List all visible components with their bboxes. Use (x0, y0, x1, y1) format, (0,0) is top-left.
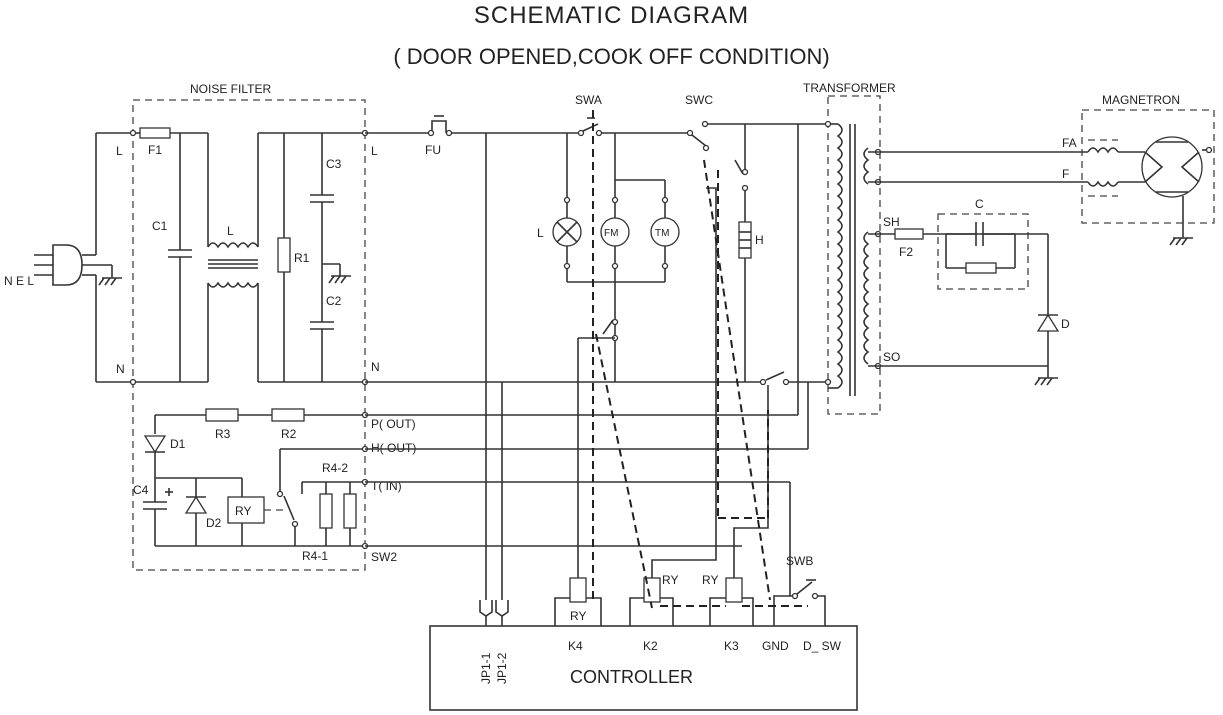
resistor-r4-2-label: R4-2 (322, 461, 348, 475)
resistor-r4-2 (343, 493, 357, 529)
fuse-fu (365, 115, 453, 137)
magnetron-ground-symbol (1169, 237, 1193, 246)
resistor-r1-label: R1 (294, 251, 310, 265)
heater-h-label: H (755, 233, 764, 247)
relay-k3-label: RY (702, 573, 718, 587)
terminal-h-out: H( OUT) (371, 441, 416, 455)
diagram-title: SCHEMATIC DIAGRAM (473, 2, 750, 29)
relay-contact (276, 448, 365, 546)
hv-diode-d-label: D (1061, 317, 1070, 331)
terminal-so: SO (883, 350, 900, 364)
noise-filter-box (132, 99, 366, 571)
terminal-fa: FA (1062, 136, 1077, 150)
connector-jp1 (479, 600, 509, 626)
resistor-r4-1 (319, 493, 333, 529)
terminal-sh: SH (883, 215, 900, 229)
capacitor-c-box (937, 213, 1029, 290)
hv-ground-symbol (1034, 377, 1058, 386)
capacitor-c1-label: C1 (152, 219, 168, 233)
magnetron-box (1081, 109, 1215, 224)
relay-k3-coil (725, 577, 743, 603)
capacitor-c4-label: C4 (133, 483, 149, 497)
neutral-switch (759, 371, 790, 386)
terminal-t-in: T( IN) (371, 479, 402, 493)
relay-k4-coil (569, 577, 587, 603)
fuse-f1-label: F1 (148, 143, 162, 157)
diagram-subtitle: ( DOOR OPENED,COOK OFF CONDITION) (393, 44, 830, 69)
relay-k2-label: RY (662, 573, 678, 587)
turntable-motor-label: TM (655, 228, 669, 239)
relay-k4-label: RY (570, 609, 586, 623)
resistor-r3 (205, 408, 239, 422)
resistor-r3-label: R3 (215, 427, 231, 441)
magnetron-label: MAGNETRON (1102, 93, 1180, 107)
terminal-l-out: L (371, 144, 378, 158)
monitor-switch (602, 318, 619, 342)
noise-filter-label: NOISE FILTER (190, 82, 271, 96)
fan-motor-label: FM (604, 228, 618, 239)
capacitor-c3-label: C3 (326, 157, 342, 171)
terminal-n-in: N (116, 362, 125, 376)
capacitor-c4 (143, 478, 173, 546)
ground-symbol (98, 277, 122, 286)
capacitor-c2 (310, 321, 334, 382)
pin-k2: K2 (643, 639, 658, 653)
resistor-r2-label: R2 (281, 427, 297, 441)
lamp-l-label: L (537, 226, 544, 240)
diode-d1 (143, 435, 167, 454)
resistor-r1 (277, 133, 291, 382)
transformer-label: TRANSFORMER (803, 81, 896, 95)
terminal-p-out: P( OUT) (371, 417, 416, 431)
terminal-sw2: SW2 (371, 550, 397, 564)
switch-swc (686, 120, 710, 152)
common-mode-inductor (207, 242, 259, 288)
diode-d2-label: D2 (206, 516, 222, 530)
terminal-f: F (1062, 167, 1069, 181)
lamp-l (552, 217, 582, 247)
switch-swa-label: SWA (575, 93, 602, 107)
transformer-box (827, 95, 881, 415)
pin-jp1-1: JP1-1 (479, 652, 493, 684)
capacitor-c2-label: C2 (326, 294, 342, 308)
mains-plug (34, 244, 113, 286)
fuse-fu-label: FU (425, 143, 441, 157)
relay-coil-ry-label: RY (235, 504, 251, 518)
diode-d2 (184, 478, 208, 546)
inductor-label: L (227, 224, 234, 238)
terminal-n-out: N (371, 360, 380, 374)
capacitor-c3 (310, 133, 334, 322)
controller-label: CONTROLLER (570, 667, 693, 687)
switch-swa (577, 117, 603, 137)
relay-coil-ry (227, 496, 265, 524)
diode-d1-label: D1 (170, 437, 186, 451)
plug-label: N E L (4, 274, 34, 288)
magnetron-tube (1141, 136, 1213, 238)
switch-swb (773, 579, 826, 626)
switch-swc-label: SWC (685, 93, 713, 107)
switch-swb-label: SWB (786, 554, 813, 568)
pin-k3: K3 (724, 639, 739, 653)
fuse-f2 (894, 228, 924, 240)
pin-d-sw: D_ SW (803, 639, 842, 653)
capacitor-c1 (168, 133, 192, 382)
hv-capacitor-c (945, 222, 1016, 274)
fuse-f2-label: F2 (899, 245, 913, 259)
pin-gnd: GND (762, 639, 789, 653)
controller-box (429, 625, 858, 711)
hv-diode-d (1036, 234, 1060, 378)
pin-k4: K4 (568, 639, 583, 653)
fuse-f1 (139, 127, 171, 139)
transformer (828, 123, 870, 396)
pin-jp1-2: JP1-2 (495, 652, 509, 684)
magnetron-chokes (1065, 139, 1145, 197)
hv-capacitor-c-label: C (975, 197, 984, 211)
terminal-l-in: L (116, 144, 123, 158)
resistor-r4-1-label: R4-1 (302, 549, 328, 563)
heater-switch (734, 159, 749, 192)
resistor-r2 (271, 408, 305, 422)
filter-ground-symbol (322, 263, 351, 284)
